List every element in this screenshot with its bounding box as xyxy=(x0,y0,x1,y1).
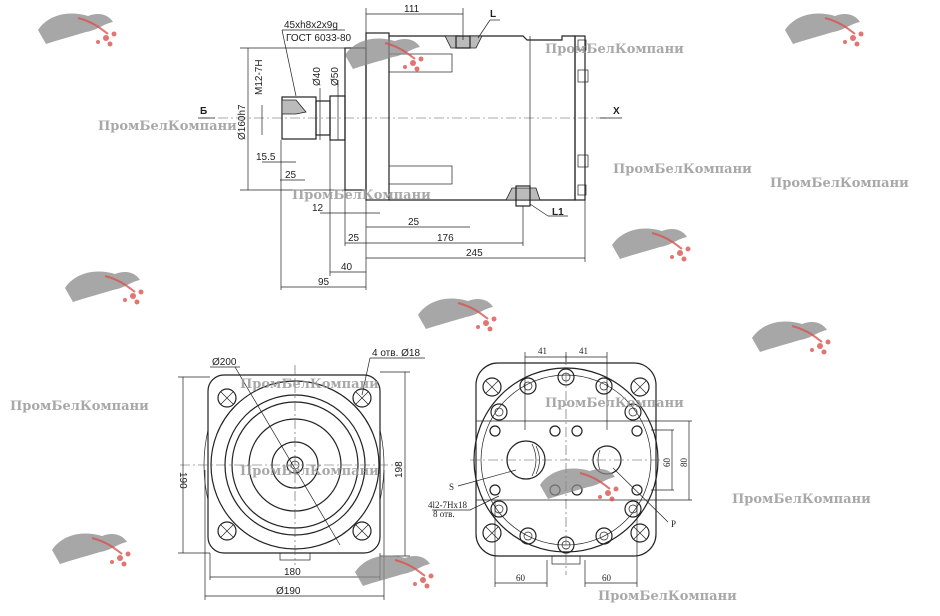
dim-198: 198 xyxy=(394,461,405,478)
dim-41-right: 41 xyxy=(579,346,588,356)
port-l-label: L xyxy=(490,9,496,20)
view-mark: X xyxy=(613,106,620,117)
watermark-logo xyxy=(344,37,425,73)
end-cap xyxy=(574,35,586,201)
dim-d200: Ø200 xyxy=(212,357,237,368)
section-mark: Б xyxy=(200,106,207,117)
watermark-logo xyxy=(64,270,145,306)
port-p-label: P xyxy=(671,519,676,529)
corner-holes xyxy=(482,377,650,543)
shaft-d50: Ø50 xyxy=(330,67,341,86)
stud-bottom xyxy=(388,165,453,185)
watermark-logo xyxy=(417,297,498,333)
dim-40: 40 xyxy=(341,262,353,273)
rear-view: 41 41 60 60 60 80 S 4l2-7Hx18 8 отв. P xyxy=(428,346,692,587)
watermark-text: ПромБелКомпани xyxy=(292,188,431,203)
watermark-logo xyxy=(784,12,865,48)
holes-label: 4 отв. Ø18 xyxy=(372,348,420,359)
side-view: 111 45xh8x2x9g ГОСТ 6033-80 Ø160h7 M12-7… xyxy=(198,4,622,290)
stud-top xyxy=(388,53,453,73)
dim-12: 12 xyxy=(312,203,324,214)
watermark-text: ПромБелКомпани xyxy=(732,492,871,507)
front-view: Ø200 4 отв. Ø18 190 198 180 Ø190 xyxy=(177,348,425,600)
port-l-section xyxy=(444,35,483,49)
dim-25-stud: 25 xyxy=(408,217,420,228)
pilot-flange xyxy=(344,47,367,191)
watermark-text: ПромБелКомпани xyxy=(545,396,684,411)
watermark-text: ПромБелКомпани xyxy=(240,377,379,392)
dim-190-vertical: 190 xyxy=(177,472,188,489)
watermark-logo xyxy=(611,227,692,263)
watermark-logo xyxy=(539,467,620,503)
watermark-logo xyxy=(751,320,832,356)
watermark-text: ПромБелКомпани xyxy=(770,176,909,191)
pilot-diameter: Ø160h7 xyxy=(237,104,248,140)
dim-111: 111 xyxy=(404,4,420,15)
dim-176: 176 xyxy=(437,233,454,244)
thread-label: M12-7H xyxy=(254,59,265,95)
dim-25-shaft: 25 xyxy=(285,170,297,181)
watermark-text: ПромБелКомпани xyxy=(545,42,684,57)
dim-95: 95 xyxy=(318,277,330,288)
dim-41-left: 41 xyxy=(538,346,547,356)
watermark-logo xyxy=(354,554,435,590)
watermark-text: ПромБелКомпани xyxy=(10,399,149,414)
mount-holes xyxy=(217,388,372,541)
dim-25-flange: 25 xyxy=(348,233,360,244)
mounting-flange xyxy=(365,32,390,201)
dim-60-right: 60 xyxy=(602,573,612,583)
thread-count-label: 8 отв. xyxy=(433,509,455,519)
dim-60-vertical: 60 xyxy=(662,458,672,468)
watermark-text: ПромБелКомпани xyxy=(98,119,237,134)
dim-60-left: 60 xyxy=(516,573,526,583)
watermark-logo xyxy=(51,532,132,568)
watermark-text: ПромБелКомпани xyxy=(598,589,737,604)
port-l1-label: L1 xyxy=(552,207,564,218)
spline-spec: 45xh8x2x9g xyxy=(284,20,338,31)
port-l1-section xyxy=(505,187,541,201)
watermark-logo xyxy=(37,12,118,48)
thread-holes-label: 4l2-7Hx18 xyxy=(428,500,467,510)
dim-d190: Ø190 xyxy=(276,586,301,597)
watermark-text: ПромБелКомпани xyxy=(613,162,752,177)
shaft-d40: Ø40 xyxy=(312,67,323,86)
threaded-holes xyxy=(489,425,643,496)
dim-180: 180 xyxy=(284,567,301,578)
standard-label: ГОСТ 6033-80 xyxy=(286,33,352,44)
watermarks: ПромБелКомпани ПромБелКомпани ПромБелКом… xyxy=(10,12,909,604)
dim-80: 80 xyxy=(679,458,689,468)
port-s-label: S xyxy=(449,482,454,492)
dim-15-5: 15.5 xyxy=(256,152,276,163)
watermark-text: ПромБелКомпани xyxy=(240,464,379,479)
dim-245: 245 xyxy=(466,248,483,259)
